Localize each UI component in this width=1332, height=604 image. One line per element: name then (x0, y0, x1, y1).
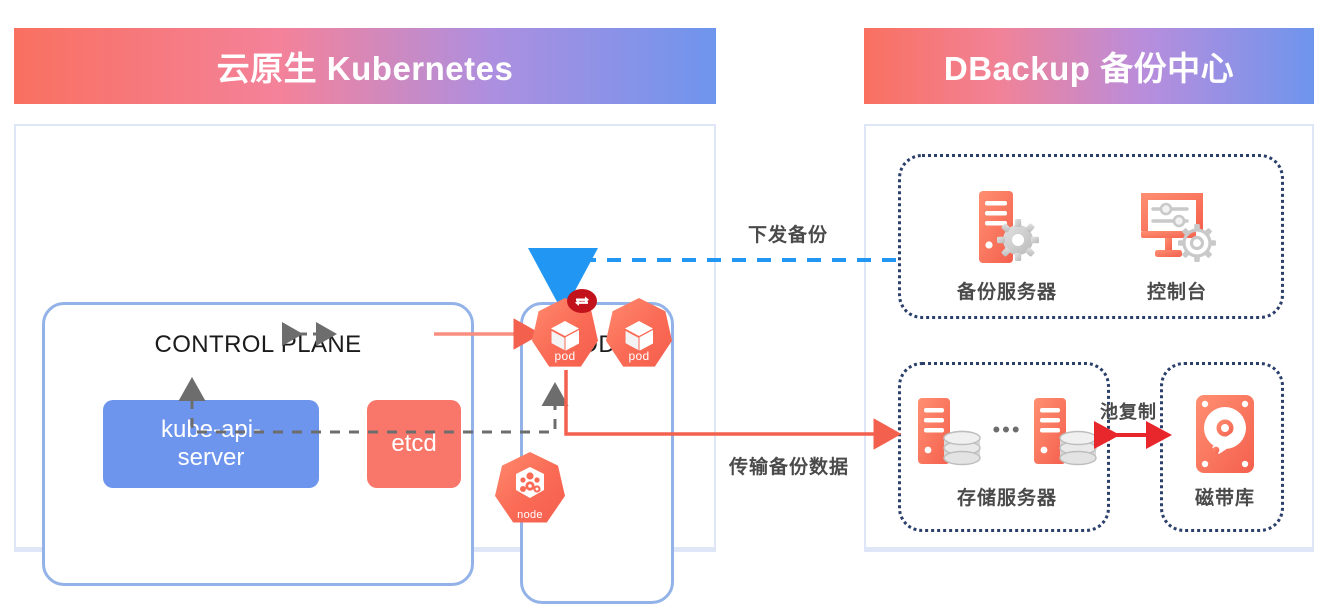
control-plane-box: CONTROL PLANE kube-api-server etcd (42, 302, 474, 586)
sync-icon (567, 289, 597, 313)
panel-dbackup-title: DBackup 备份中心 (943, 50, 1235, 87)
tape-group-box: 磁带库 (1160, 362, 1284, 532)
cube-icon (548, 318, 582, 359)
backup-server-label: 备份服务器 (956, 282, 1057, 303)
control-plane-title: CONTROL PLANE (154, 331, 362, 358)
device-backup-server[interactable]: 备份服务器 (937, 181, 1077, 304)
storage-group-box: ••• (898, 362, 1110, 532)
kube-api-server-label: kube-api-server (160, 416, 262, 471)
panel-dbackup-body: 备份服务器 (864, 124, 1314, 552)
hard-disk-icon (1165, 387, 1285, 483)
etcd-label: etcd (391, 430, 437, 458)
server-database-icon: ••• (909, 387, 1105, 483)
control-group-box: 备份服务器 (898, 154, 1284, 319)
diagram-canvas: 云原生 Kubernetes CONTROL PLANE kube-api-se… (14, 28, 1314, 604)
label-pool-replication: 池复制 (1100, 402, 1157, 422)
server-gear-icon (937, 181, 1077, 277)
node-icon-label: node (517, 509, 543, 521)
label-dispatch-backup: 下发备份 (748, 225, 829, 246)
tape-library-label: 磁带库 (1194, 488, 1255, 509)
device-storage-server[interactable]: ••• (909, 387, 1105, 510)
pod-label: pod (554, 349, 576, 363)
pod-2[interactable]: pod (606, 298, 672, 368)
label-transfer-backup-data: 传输备份数据 (729, 457, 850, 478)
component-etcd[interactable]: etcd (367, 400, 461, 488)
node-icon[interactable]: node (495, 452, 565, 524)
storage-server-label: 存储服务器 (956, 488, 1057, 509)
component-kube-api-server[interactable]: kube-api-server (103, 400, 319, 488)
monitor-settings-gear-icon (1107, 181, 1247, 277)
device-tape-library[interactable]: 磁带库 (1165, 387, 1285, 510)
panel-kubernetes: 云原生 Kubernetes CONTROL PLANE kube-api-se… (14, 28, 716, 604)
panel-dbackup-header: DBackup 备份中心 (864, 28, 1314, 104)
storage-repeat-ellipsis: ••• (992, 417, 1022, 442)
panel-kubernetes-header: 云原生 Kubernetes (14, 28, 716, 104)
pod-1[interactable]: pod (532, 298, 598, 368)
console-label: 控制台 (1146, 282, 1207, 303)
pod-label: pod (628, 349, 650, 363)
node-gears-glyph (516, 467, 544, 498)
cube-icon (622, 318, 656, 359)
panel-kubernetes-title: 云原生 Kubernetes (216, 50, 514, 87)
panel-dbackup: DBackup 备份中心 (864, 28, 1314, 552)
device-console[interactable]: 控制台 (1107, 181, 1247, 304)
